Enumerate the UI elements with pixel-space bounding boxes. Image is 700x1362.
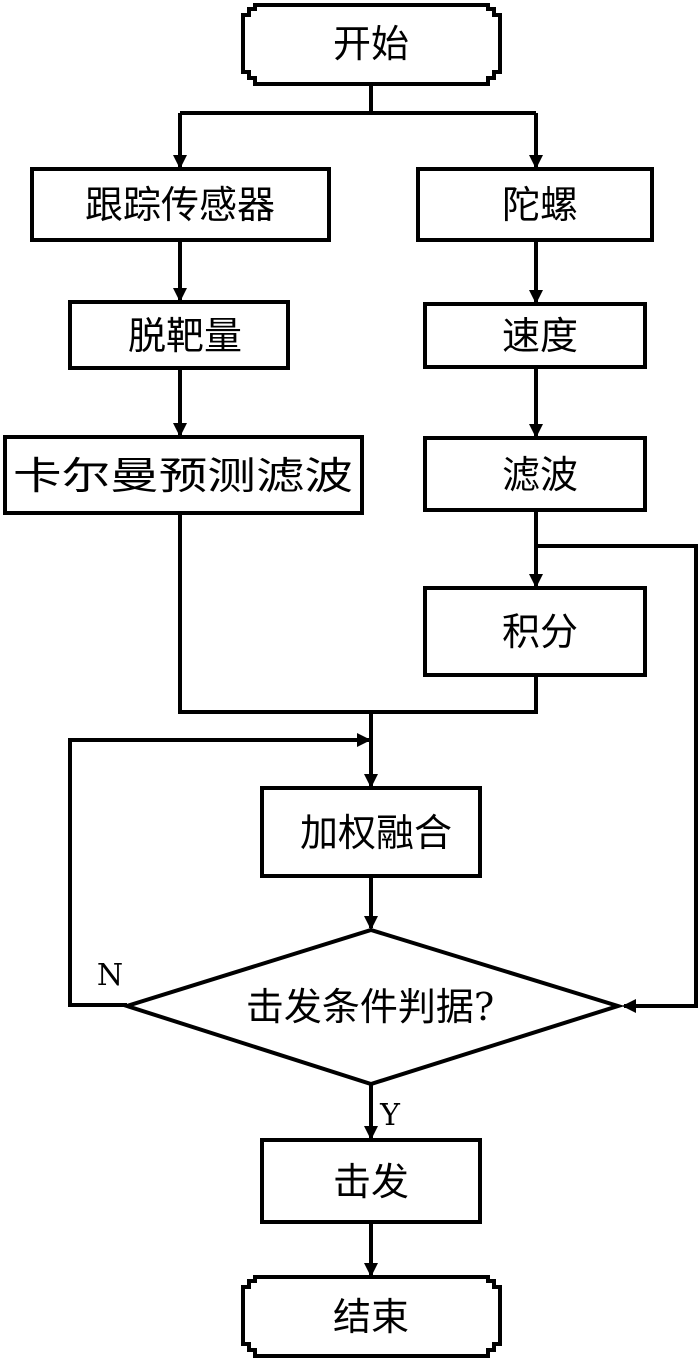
gyro-label: 陀螺: [502, 183, 578, 227]
edge-filter-to-decision: [536, 544, 698, 1013]
integral-label: 积分: [502, 610, 578, 654]
end-terminator: [241, 1275, 502, 1358]
miss-distance-label: 脱靶量: [128, 314, 242, 358]
edge-kalman-merge: [178, 513, 371, 714]
fire-label: 击发: [333, 1160, 409, 1204]
kalman-filter-box: [3, 435, 364, 515]
speed-label: 速度: [502, 314, 578, 358]
edge-integral-merge: [371, 675, 538, 714]
kalman-filter-label: 卡尔曼预测滤波: [13, 454, 353, 498]
edge-no-loop: [68, 733, 371, 1007]
fire-condition-label: 击发条件判据?: [246, 985, 494, 1029]
start-label: 开始: [333, 22, 409, 66]
no-branch-label: N: [97, 958, 123, 993]
tracking-sensor-label: 跟踪传感器: [85, 183, 275, 227]
yes-branch-label: Y: [379, 1098, 401, 1133]
end-label: 结束: [333, 1295, 409, 1339]
start-terminator: [241, 3, 502, 86]
filter-label: 滤波: [502, 453, 578, 497]
weighted-fusion-label: 加权融合: [300, 811, 452, 855]
